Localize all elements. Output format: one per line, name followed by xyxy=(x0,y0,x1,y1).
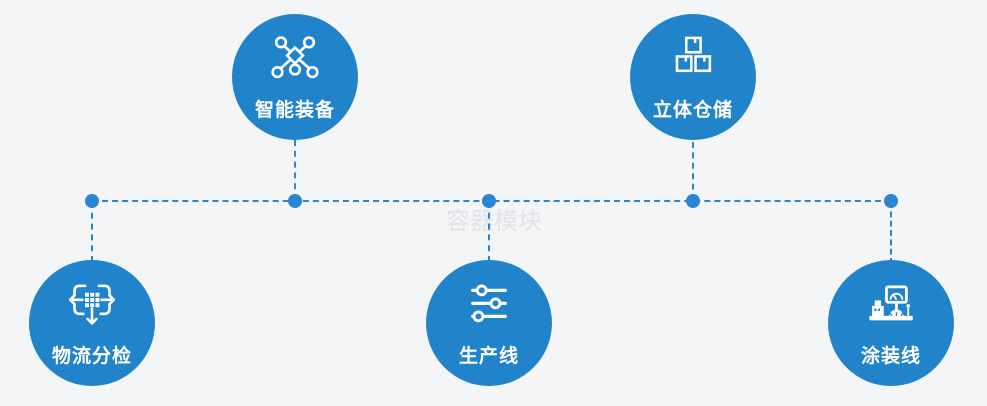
junction-dot xyxy=(884,194,898,208)
sort-distribute-icon xyxy=(64,278,120,332)
junction-dot xyxy=(288,194,302,208)
node-logistics[interactable]: 物流分检 xyxy=(29,260,155,386)
connector-warehouse xyxy=(692,142,694,200)
network-nodes-icon xyxy=(267,32,323,86)
node-label: 涂装线 xyxy=(860,346,921,367)
connector-logistics xyxy=(91,202,93,262)
watermark: 容器模块 xyxy=(446,208,542,235)
node-smart-equipment[interactable]: 智能装备 xyxy=(232,14,358,140)
junction-dot xyxy=(85,194,99,208)
connector-smart-equipment xyxy=(294,140,296,200)
sliders-icon xyxy=(463,278,515,332)
node-warehouse[interactable]: 立体仓储 xyxy=(630,14,756,140)
node-label: 物流分检 xyxy=(51,346,132,367)
connector-painting xyxy=(890,202,892,264)
node-production[interactable]: 生产线 xyxy=(426,260,552,386)
machine-monitor-icon xyxy=(862,278,920,332)
node-label: 生产线 xyxy=(458,346,519,367)
junction-dot xyxy=(482,194,496,208)
node-label: 立体仓储 xyxy=(652,100,733,121)
stacked-boxes-icon xyxy=(666,32,720,86)
node-label: 智能装备 xyxy=(254,100,335,121)
node-painting[interactable]: 涂装线 xyxy=(828,260,954,386)
junction-dot xyxy=(686,194,700,208)
connector-production xyxy=(488,202,490,262)
